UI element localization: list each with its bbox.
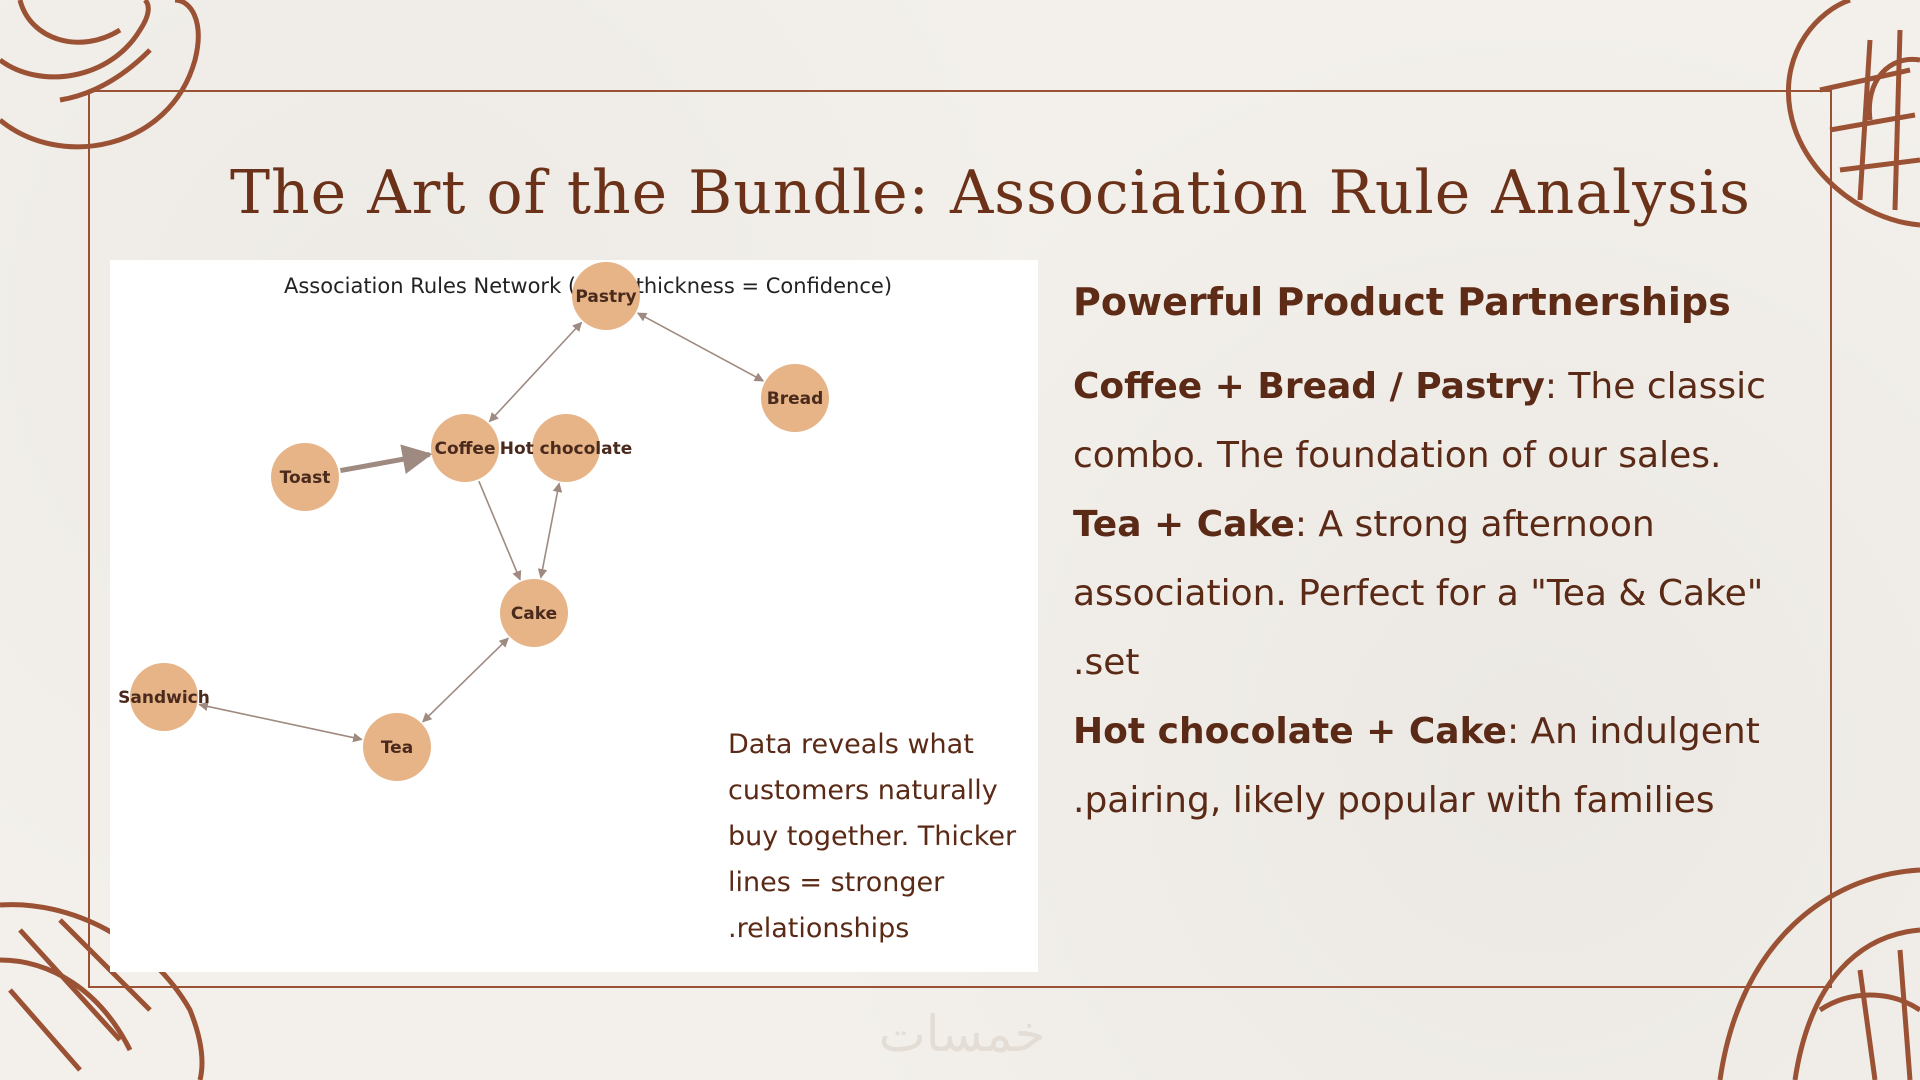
edge-coffee-cake bbox=[478, 480, 522, 581]
node-bread bbox=[761, 364, 829, 432]
insights-panel: Powerful Product Partnerships Coffee + B… bbox=[1073, 280, 1793, 835]
insight-hotchocolate-cake: Hot chocolate + Cake: An indulgent .pair… bbox=[1073, 697, 1793, 835]
node-label-toast: Toast bbox=[280, 468, 331, 488]
insight-text: : An indulgent .pairing, likely popular … bbox=[1073, 711, 1760, 821]
bread-illustration-top-left bbox=[0, 0, 201, 150]
insight-pair: Coffee + Bread / Pastry bbox=[1073, 366, 1545, 407]
node-label-hotchoc: Hot chocolate bbox=[500, 439, 633, 459]
watermark-logo: خمسات bbox=[878, 1005, 1046, 1063]
node-tea bbox=[363, 713, 431, 781]
node-label-tea: Tea bbox=[381, 738, 413, 758]
slide-frame bbox=[88, 90, 1832, 988]
insight-pair: Hot chocolate + Cake bbox=[1073, 711, 1507, 752]
node-label-pastry: Pastry bbox=[575, 287, 636, 307]
figure-caption: Data reveals what customers naturally bu… bbox=[728, 729, 1017, 944]
node-toast bbox=[271, 443, 339, 511]
insight-coffee-pastry: Coffee + Bread / Pastry: The classic com… bbox=[1073, 352, 1793, 490]
node-label-bread: Bread bbox=[767, 389, 824, 409]
insights-heading: Powerful Product Partnerships bbox=[1073, 280, 1731, 324]
node-sandwich bbox=[130, 663, 198, 731]
edge-pastry-bread bbox=[636, 312, 765, 382]
edge-hotchoc-cake bbox=[537, 482, 563, 579]
node-label-coffee: Coffee bbox=[435, 439, 496, 459]
insight-text: : The classic combo. The foundation of o… bbox=[1073, 366, 1766, 476]
insight-pair: Tea + Cake bbox=[1073, 504, 1295, 545]
node-cake bbox=[500, 579, 568, 647]
node-hotchoc bbox=[532, 414, 600, 482]
edge-toast-coffee bbox=[339, 444, 433, 474]
slide-title: The Art of the Bundle: Association Rule … bbox=[230, 158, 1751, 228]
node-label-cake: Cake bbox=[511, 604, 557, 624]
insight-text: : A strong afternoon association. Perfec… bbox=[1073, 504, 1764, 683]
network-figure: Association Rules Network (Edge thicknes… bbox=[110, 260, 1038, 972]
bread-illustration-bottom-left bbox=[0, 902, 205, 1080]
insight-tea-cake: Tea + Cake: A strong afternoon associati… bbox=[1073, 490, 1793, 697]
bread-illustration-top-right bbox=[1786, 0, 1920, 228]
node-coffee bbox=[431, 414, 499, 482]
node-pastry bbox=[572, 262, 640, 330]
edge-sandwich-tea bbox=[198, 701, 363, 743]
association-network-diagram: Association Rules Network (Edge thicknes… bbox=[118, 262, 892, 781]
bread-illustration-bottom-right bbox=[1717, 867, 1920, 1080]
edge-coffee-pastry bbox=[488, 321, 583, 423]
node-label-sandwich: Sandwich bbox=[118, 688, 210, 708]
edge-cake-tea bbox=[422, 637, 509, 723]
